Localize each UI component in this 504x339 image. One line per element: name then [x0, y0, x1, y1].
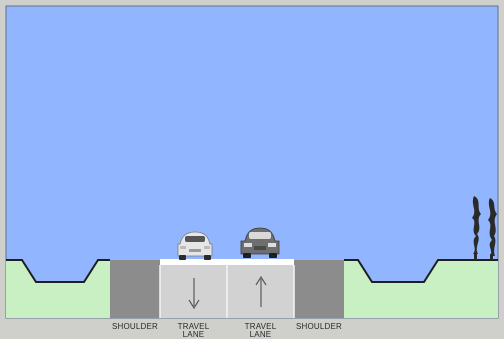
- left-shoulder-label: SHOULDER: [110, 323, 160, 331]
- right-ditch-ground: [344, 260, 498, 318]
- left-ditch-outline: [6, 259, 110, 283]
- lane-label-line2: LANE: [182, 330, 205, 339]
- pavement-surface: [160, 259, 294, 265]
- right-ditch-outline: [344, 259, 498, 283]
- right-shoulder: [294, 260, 344, 318]
- tree-icon: [488, 198, 497, 260]
- lane-label-line1: TRAVEL: [177, 322, 210, 331]
- right-shoulder-label: SHOULDER: [294, 323, 344, 331]
- lane-label-line1: TRAVEL: [244, 322, 277, 331]
- car-rear-icon: [177, 231, 213, 260]
- left-ditch-ground: [6, 260, 110, 318]
- left-shoulder: [110, 260, 160, 318]
- lane-label-line2: LANE: [249, 330, 272, 339]
- tree-icon: [472, 196, 481, 260]
- travel-lane-1-label: TRAVEL LANE: [160, 323, 227, 339]
- lane-label-line1: SHOULDER: [295, 322, 343, 331]
- lane-label-line1: SHOULDER: [111, 322, 159, 331]
- travel-lane-2-label: TRAVEL LANE: [227, 323, 294, 339]
- up-arrow-icon: [255, 275, 267, 307]
- car-front-icon: [240, 227, 280, 258]
- down-arrow-icon: [188, 278, 200, 310]
